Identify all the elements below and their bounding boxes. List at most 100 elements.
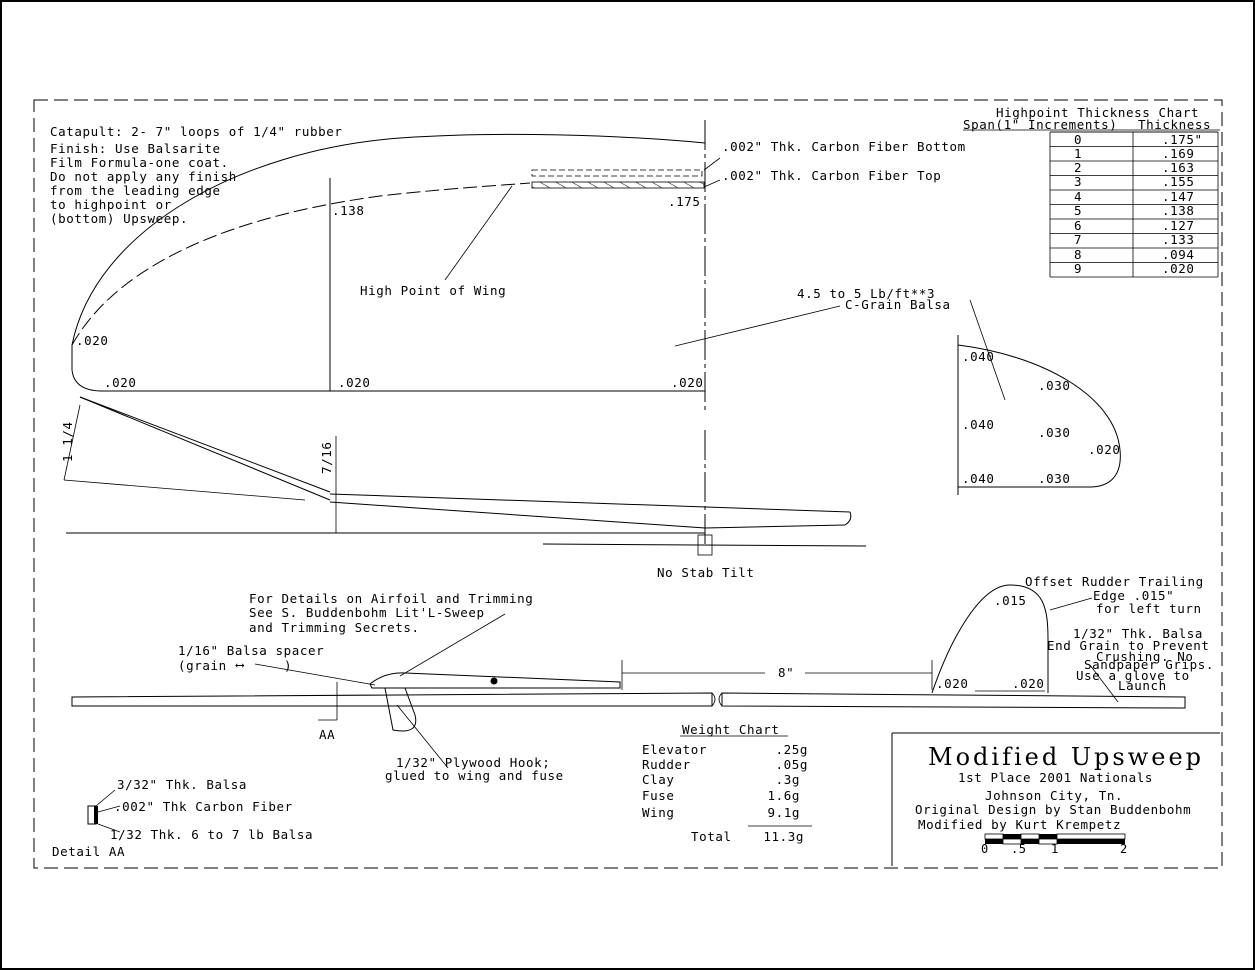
stab-dim: .040: [962, 349, 995, 364]
drawing-title: Modified Upsweep: [928, 743, 1204, 771]
section-aa-label: AA: [319, 727, 335, 742]
chart-row-thickness: .138: [1162, 203, 1195, 218]
weight-value: 9.1g: [767, 805, 800, 820]
spacer-grain-end: ): [284, 658, 292, 673]
dim-138: .138: [332, 203, 365, 218]
grain-label: C-Grain Balsa: [845, 297, 951, 312]
dim-tip-020: .020: [76, 333, 109, 348]
detail-balsa-bottom: 1/32 Thk. 6 to 7 lb Balsa: [110, 827, 313, 842]
front-view: [63, 396, 867, 556]
designer-line: Original Design by Stan Buddenbohm: [915, 802, 1191, 817]
chart-row-span: 6: [1074, 218, 1082, 233]
stab-dim: .020: [1088, 442, 1121, 457]
weight-value: .3g: [776, 772, 800, 787]
hook-note-1: 1/32" Plywood Hook;: [396, 755, 550, 770]
weight-value: 1.6g: [767, 788, 800, 803]
finish-note-1: Finish: Use Balsarite: [50, 141, 221, 156]
weight-part: Rudder: [642, 757, 691, 772]
finish-note-6: (bottom) Upsweep.: [50, 211, 188, 226]
rudder-edge-note: Edge .015": [1093, 588, 1174, 603]
modifier-line: Modified by Kurt Krempetz: [918, 817, 1121, 832]
dim-175: .175: [668, 194, 701, 209]
rudder-edge-note: for left turn: [1096, 601, 1202, 616]
grip-note: End Grain to Prevent: [1047, 638, 1210, 653]
chart-row-span: 9: [1074, 261, 1082, 276]
stab-dim: .030: [1038, 378, 1071, 393]
chart-row-thickness: .155: [1162, 174, 1195, 189]
spacer-label: 1/16" Balsa spacer: [178, 643, 324, 658]
finish-note-5: to highpoint or: [50, 197, 172, 212]
detail-carbon: .002" Thk Carbon Fiber: [114, 799, 293, 814]
detail-aa-label: Detail AA: [52, 844, 125, 859]
carbon-top-label: .002" Thk. Carbon Fiber Top: [722, 168, 941, 183]
rudder-dim-020: .020: [936, 676, 969, 691]
catapult-note: Catapult: 2- 7" loops of 1/4" rubber: [50, 124, 343, 139]
weight-chart-title: Weight Chart: [682, 722, 780, 737]
chart-row-thickness: .169: [1162, 146, 1195, 161]
rudder-offset-note: Offset Rudder Trailing: [1025, 574, 1204, 589]
weight-total-label: Total: [691, 829, 732, 844]
hook-note-2: glued to wing and fuse: [385, 768, 564, 783]
finish-note-4: from the leading edge: [50, 183, 221, 198]
weight-part: Wing: [642, 805, 675, 820]
density-label: 4.5 to 5 Lb/ft**3: [797, 286, 935, 301]
grip-note: Sandpaper Grips.: [1084, 657, 1214, 672]
chart-row-thickness: .133: [1162, 232, 1195, 247]
chart-row-span: 4: [1074, 189, 1082, 204]
wing-plan-view: [71, 120, 1006, 410]
weight-value: .05g: [775, 757, 808, 772]
finish-note-3: Do not apply any finish: [50, 169, 237, 184]
award-line: 1st Place 2001 Nationals: [958, 770, 1153, 785]
weight-value: .25g: [775, 742, 808, 757]
details-note-3: and Trimming Secrets.: [249, 620, 420, 635]
finish-note-2: Film Formula-one coat.: [50, 155, 229, 170]
high-point-label: High Point of Wing: [360, 283, 506, 298]
scale-label: 2: [1120, 842, 1128, 856]
title-block: [891, 732, 1220, 866]
thickness-col-thickness: Thickness: [1138, 117, 1211, 132]
thickness-col-span: Span(1" Increments): [963, 117, 1117, 132]
chart-row-thickness: .147: [1162, 189, 1195, 204]
scale-label: 0: [981, 842, 989, 856]
chart-row-thickness: .020: [1162, 261, 1195, 276]
chart-row-thickness: .094: [1162, 247, 1195, 262]
dashed-border: [33, 99, 1223, 869]
spacer-grain-label: (grain: [178, 658, 227, 673]
scale-label: .5: [1011, 842, 1026, 856]
chart-row-span: 8: [1074, 247, 1082, 262]
dim-root-020: .020: [338, 375, 371, 390]
fuselage-side-view: [71, 584, 1186, 769]
moment-arm-dim: 8": [778, 665, 794, 680]
weight-part: Elevator: [642, 742, 707, 757]
chart-row-span: 0: [1074, 132, 1082, 147]
weight-part: Fuse: [642, 788, 675, 803]
grain-arrow-icon: ⟷: [235, 657, 245, 672]
chart-row-span: 7: [1074, 232, 1082, 247]
chart-row-thickness: .175": [1162, 132, 1203, 147]
carbon-bottom-label: .002" Thk. Carbon Fiber Bottom: [722, 139, 966, 154]
chart-row-span: 3: [1074, 174, 1082, 189]
dim-root-020: .020: [671, 375, 704, 390]
no-stab-tilt-label: No Stab Tilt: [657, 565, 755, 580]
grip-note: 1/32" Thk. Balsa: [1073, 626, 1203, 641]
details-note-2: See S. Buddenbohm Lit'L-Sweep: [249, 605, 485, 620]
stab-dim: .040: [962, 471, 995, 486]
weight-part: Clay: [642, 772, 675, 787]
chart-row-thickness: .127: [1162, 218, 1195, 233]
chart-row-span: 2: [1074, 160, 1082, 175]
stabilizer-outline: [957, 335, 1121, 495]
rudder-dim-015: .015: [994, 593, 1027, 608]
stab-dim: .030: [1038, 471, 1071, 486]
stab-dim: .030: [1038, 425, 1071, 440]
polyhedral-dim: 7/16: [319, 441, 334, 474]
details-note-1: For Details on Airfoil and Trimming: [249, 591, 533, 606]
grip-note: Launch: [1118, 678, 1167, 693]
chart-row-thickness: .163: [1162, 160, 1195, 175]
dim-root-020: .020: [104, 375, 137, 390]
stab-dim: .040: [962, 417, 995, 432]
scale-label: 1: [1051, 842, 1059, 856]
weight-chart: [680, 735, 812, 827]
grip-note: Crushing. No: [1096, 649, 1194, 664]
